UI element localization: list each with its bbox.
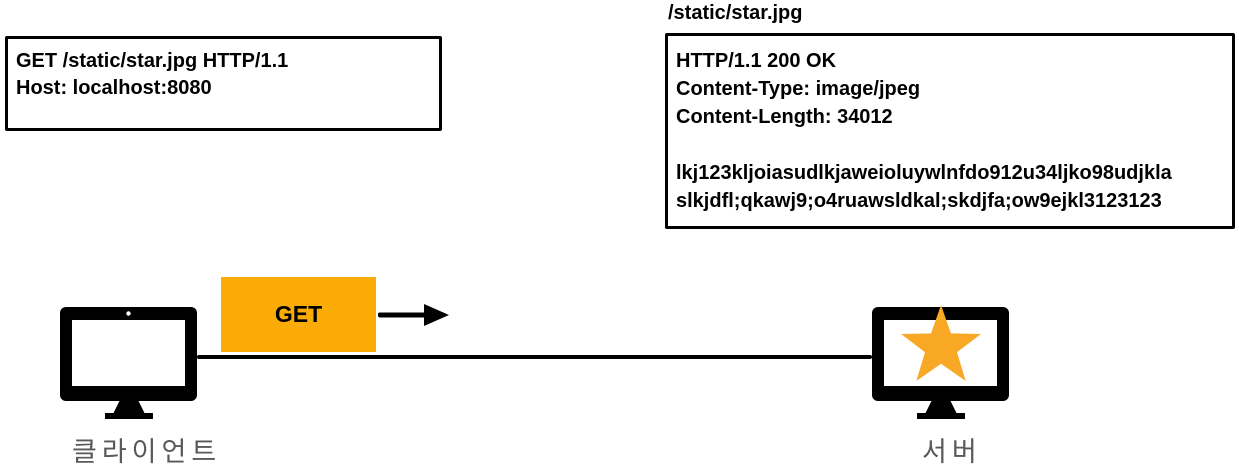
response-path-label: /static/star.jpg	[668, 2, 803, 24]
server-computer-icon	[872, 305, 1009, 419]
response-body-line: slkjdfl;qkawj9;o4ruawsldkal;skdjfa;ow9ej…	[676, 190, 1162, 212]
http-response-box: HTTP/1.1 200 OK Content-Type: image/jpeg…	[665, 33, 1235, 229]
request-line: GET /static/star.jpg HTTP/1.1	[16, 50, 289, 72]
response-content-type-line: Content-Type: image/jpeg	[676, 78, 921, 100]
monitor-stand	[113, 400, 145, 414]
http-request-box: GET /static/star.jpg HTTP/1.1 Host: loca…	[5, 36, 442, 131]
monitor-base	[917, 413, 965, 419]
request-arrow-icon	[378, 304, 449, 326]
monitor-screen	[72, 320, 185, 386]
get-method-label: GET	[274, 301, 323, 327]
monitor-base	[105, 413, 153, 419]
client-computer-icon	[60, 307, 197, 419]
response-body-line: lkj123kljoiasudlkjaweioluywlnfdo912u34lj…	[676, 162, 1172, 184]
response-status-line: HTTP/1.1 200 OK	[676, 50, 837, 72]
request-host-line: Host: localhost:8080	[16, 77, 212, 99]
response-content-length-line: Content-Length: 34012	[676, 106, 893, 128]
response-blank-line	[676, 131, 1232, 159]
server-label: 서버	[922, 437, 982, 466]
camera-dot-icon	[126, 311, 131, 316]
client-label: 클라이언트	[72, 437, 222, 466]
get-method-box: GET	[221, 277, 376, 352]
connection-line	[197, 355, 872, 359]
star-icon	[901, 305, 981, 381]
monitor-stand	[925, 400, 957, 414]
